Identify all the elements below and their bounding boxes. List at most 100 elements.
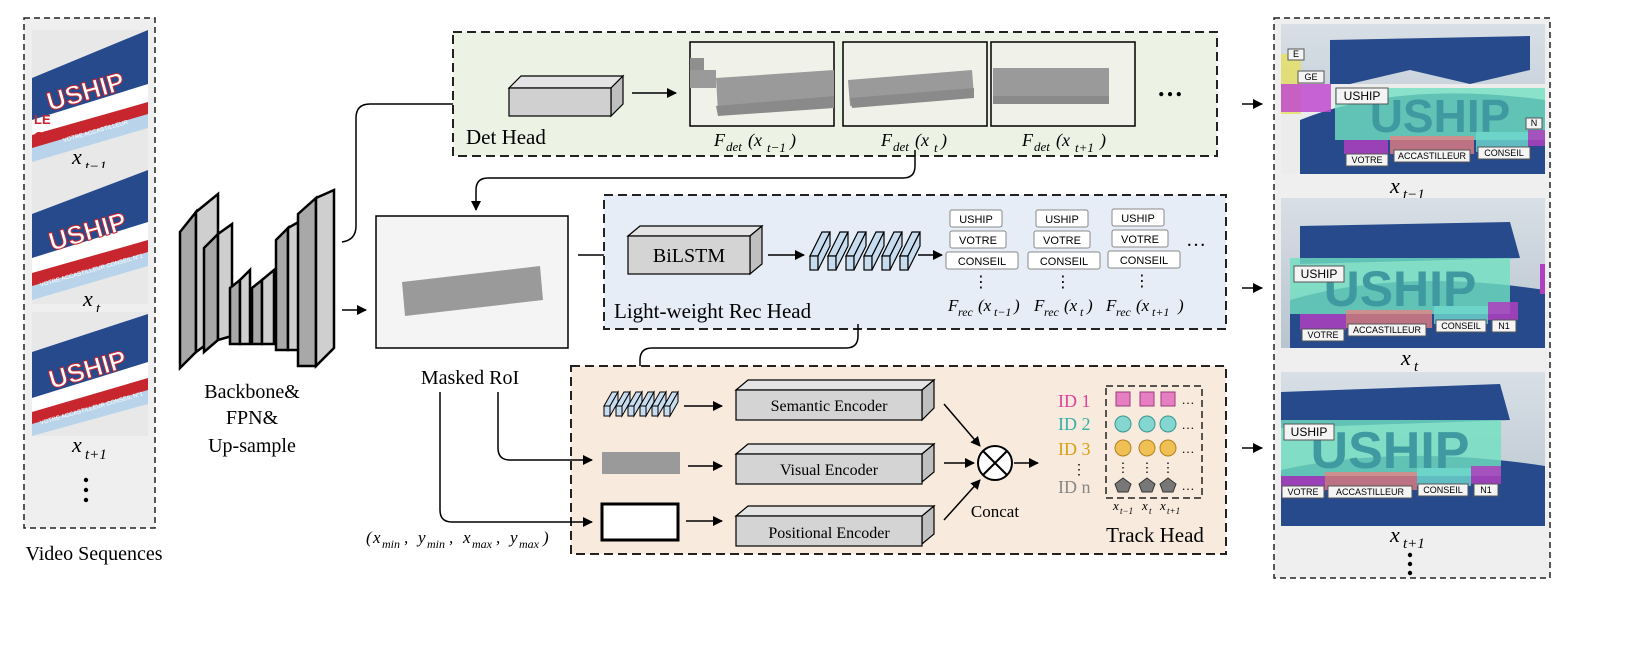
svg-text:⋮: ⋮ bbox=[1117, 460, 1130, 475]
svg-text:,: , bbox=[449, 528, 453, 547]
svg-text:VOTRE: VOTRE bbox=[959, 235, 997, 247]
svg-text:USHIP: USHIP bbox=[1344, 89, 1381, 103]
svg-text:Visual Encoder: Visual Encoder bbox=[780, 462, 879, 479]
svg-text:): ) bbox=[1099, 130, 1106, 151]
svg-text:(x: (x bbox=[748, 130, 762, 151]
svg-text:USHIP: USHIP bbox=[1291, 425, 1328, 439]
output-more-frames-dots bbox=[1407, 552, 1413, 576]
svg-text:F: F bbox=[713, 130, 726, 150]
svg-text:ID 3: ID 3 bbox=[1058, 439, 1091, 459]
svg-text:CONSEIL: CONSEIL bbox=[1441, 321, 1481, 331]
svg-text:Positional Encoder: Positional Encoder bbox=[768, 525, 890, 542]
svg-text:…: … bbox=[1182, 478, 1195, 493]
svg-text:…: … bbox=[1182, 441, 1195, 456]
semantic-input-features bbox=[603, 390, 679, 418]
svg-text:⋮: ⋮ bbox=[973, 274, 989, 291]
svg-text:): ) bbox=[542, 528, 549, 547]
output-panel: USHIP E GE USHIP N VOTRE ACCASTILLEUR CO… bbox=[1273, 17, 1551, 579]
svg-text:x: x bbox=[1389, 173, 1400, 198]
svg-text:VOTRE: VOTRE bbox=[1287, 487, 1318, 497]
det-map-t bbox=[842, 41, 988, 127]
rec-fn-label-3: F rec (x t+1 ) bbox=[1105, 296, 1184, 319]
track-id-list: ID 1 ID 2 ID 3 ⋮ ID n bbox=[1058, 391, 1091, 497]
svg-text:Backbone&: Backbone& bbox=[204, 381, 300, 403]
svg-text:USHIP: USHIP bbox=[1301, 267, 1338, 281]
bilstm-block: BiLSTM bbox=[626, 224, 764, 276]
svg-text:t−1: t−1 bbox=[767, 140, 786, 155]
svg-text:USHIP: USHIP bbox=[959, 214, 993, 226]
svg-text:…: … bbox=[1182, 417, 1195, 432]
concat-operator-icon bbox=[977, 445, 1013, 481]
svg-text:N: N bbox=[1531, 118, 1538, 128]
svg-text:x: x bbox=[1159, 498, 1166, 513]
rec-word-column-1: USHIP VOTRE CONSEIL ⋮ bbox=[945, 209, 1019, 291]
det-maps-ellipsis: … bbox=[1157, 73, 1183, 102]
svg-text:CONSEIL: CONSEIL bbox=[1484, 148, 1524, 158]
svg-text:F: F bbox=[947, 296, 959, 315]
svg-text:USHIP: USHIP bbox=[1045, 214, 1079, 226]
arrow-backbone-to-det bbox=[341, 99, 486, 243]
svg-text:t−1: t−1 bbox=[1120, 506, 1133, 516]
svg-text:): ) bbox=[789, 130, 796, 151]
det-map-label-t-plus-1: F det (x t+1 ) bbox=[1021, 130, 1106, 155]
rec-word-column-3: USHIP VOTRE CONSEIL ⋮ bbox=[1107, 208, 1181, 290]
svg-text:y: y bbox=[416, 528, 426, 547]
svg-text:F: F bbox=[1021, 130, 1034, 150]
input-frame-t-plus-1: USHIP VOTRE ACCASTILLEUR CONSEIL N°1 bbox=[32, 312, 148, 436]
output-frame-t-plus-1: USHIP USHIP VOTRE ACCASTILLEUR CONSEIL N… bbox=[1281, 372, 1545, 526]
svg-text:y: y bbox=[508, 528, 518, 547]
rec-feature-sequence bbox=[809, 231, 921, 271]
visual-encoder: Visual Encoder bbox=[734, 442, 936, 485]
svg-text:(x: (x bbox=[1056, 130, 1070, 151]
track-head-panel: Semantic Encoder Visual Encoder Position… bbox=[570, 365, 1227, 555]
svg-text:GE: GE bbox=[1304, 72, 1317, 82]
svg-text:det: det bbox=[893, 139, 909, 154]
svg-text:x: x bbox=[1400, 345, 1411, 370]
svg-text:VOTRE: VOTRE bbox=[1043, 235, 1081, 247]
rec-fn-label-2: F rec (x t ) bbox=[1033, 296, 1093, 319]
svg-text:): ) bbox=[1086, 296, 1093, 315]
svg-text:t+1: t+1 bbox=[1152, 305, 1169, 319]
svg-text:⋮: ⋮ bbox=[1072, 463, 1086, 478]
svg-text:t: t bbox=[1149, 506, 1152, 516]
svg-text:det: det bbox=[726, 139, 742, 154]
svg-text:x: x bbox=[82, 286, 93, 311]
svg-text:t: t bbox=[96, 301, 101, 317]
input-frame-t-label: x t bbox=[82, 286, 101, 317]
svg-text:min: min bbox=[427, 537, 445, 551]
svg-text:N1: N1 bbox=[1498, 321, 1510, 331]
svg-text:(x: (x bbox=[978, 296, 992, 315]
arrow-rec-to-track bbox=[635, 324, 859, 383]
output-frame-t-label: x t bbox=[1400, 345, 1419, 375]
svg-text:FPN&: FPN& bbox=[226, 407, 279, 429]
masked-roi-label: Masked RoI bbox=[421, 367, 519, 389]
svg-text:,: , bbox=[404, 528, 408, 547]
svg-text:E: E bbox=[1293, 49, 1299, 59]
svg-text:USHIP: USHIP bbox=[1121, 213, 1155, 225]
svg-text:): ) bbox=[1013, 296, 1020, 315]
backbone-network bbox=[178, 188, 336, 372]
backbone-label: Backbone& FPN& Up-sample bbox=[204, 381, 300, 457]
svg-text:⋮: ⋮ bbox=[1055, 274, 1071, 291]
arrow-det-to-roi bbox=[471, 150, 916, 211]
svg-text:t+1: t+1 bbox=[85, 447, 107, 463]
track-head-label: Track Head bbox=[1106, 523, 1204, 547]
svg-text:(: ( bbox=[366, 528, 373, 547]
input-sign-left-2: GE bbox=[34, 129, 53, 144]
svg-text:…: … bbox=[1182, 392, 1195, 407]
svg-text:t: t bbox=[1414, 359, 1419, 375]
svg-text:ID n: ID n bbox=[1058, 477, 1091, 497]
input-frame-t: USHIP VOTRE ACCASTILLEUR CONSEIL N°1 bbox=[32, 168, 148, 304]
semantic-encoder: Semantic Encoder bbox=[734, 378, 936, 422]
det-map-label-t-minus-1: F det (x t−1 ) bbox=[713, 130, 796, 155]
svg-text:max: max bbox=[519, 537, 540, 551]
svg-text:⋮: ⋮ bbox=[1141, 460, 1154, 475]
svg-text:x: x bbox=[71, 432, 82, 457]
bilstm-label: BiLSTM bbox=[653, 245, 725, 267]
det-map-t-minus-1 bbox=[689, 41, 835, 127]
video-sequences-caption: Video Sequences bbox=[25, 543, 162, 565]
svg-text:ACCASTILLEUR: ACCASTILLEUR bbox=[1398, 151, 1467, 161]
svg-text:Semantic Encoder: Semantic Encoder bbox=[771, 398, 889, 415]
rec-ellipsis: … bbox=[1186, 229, 1206, 251]
svg-text:): ) bbox=[1177, 296, 1184, 315]
